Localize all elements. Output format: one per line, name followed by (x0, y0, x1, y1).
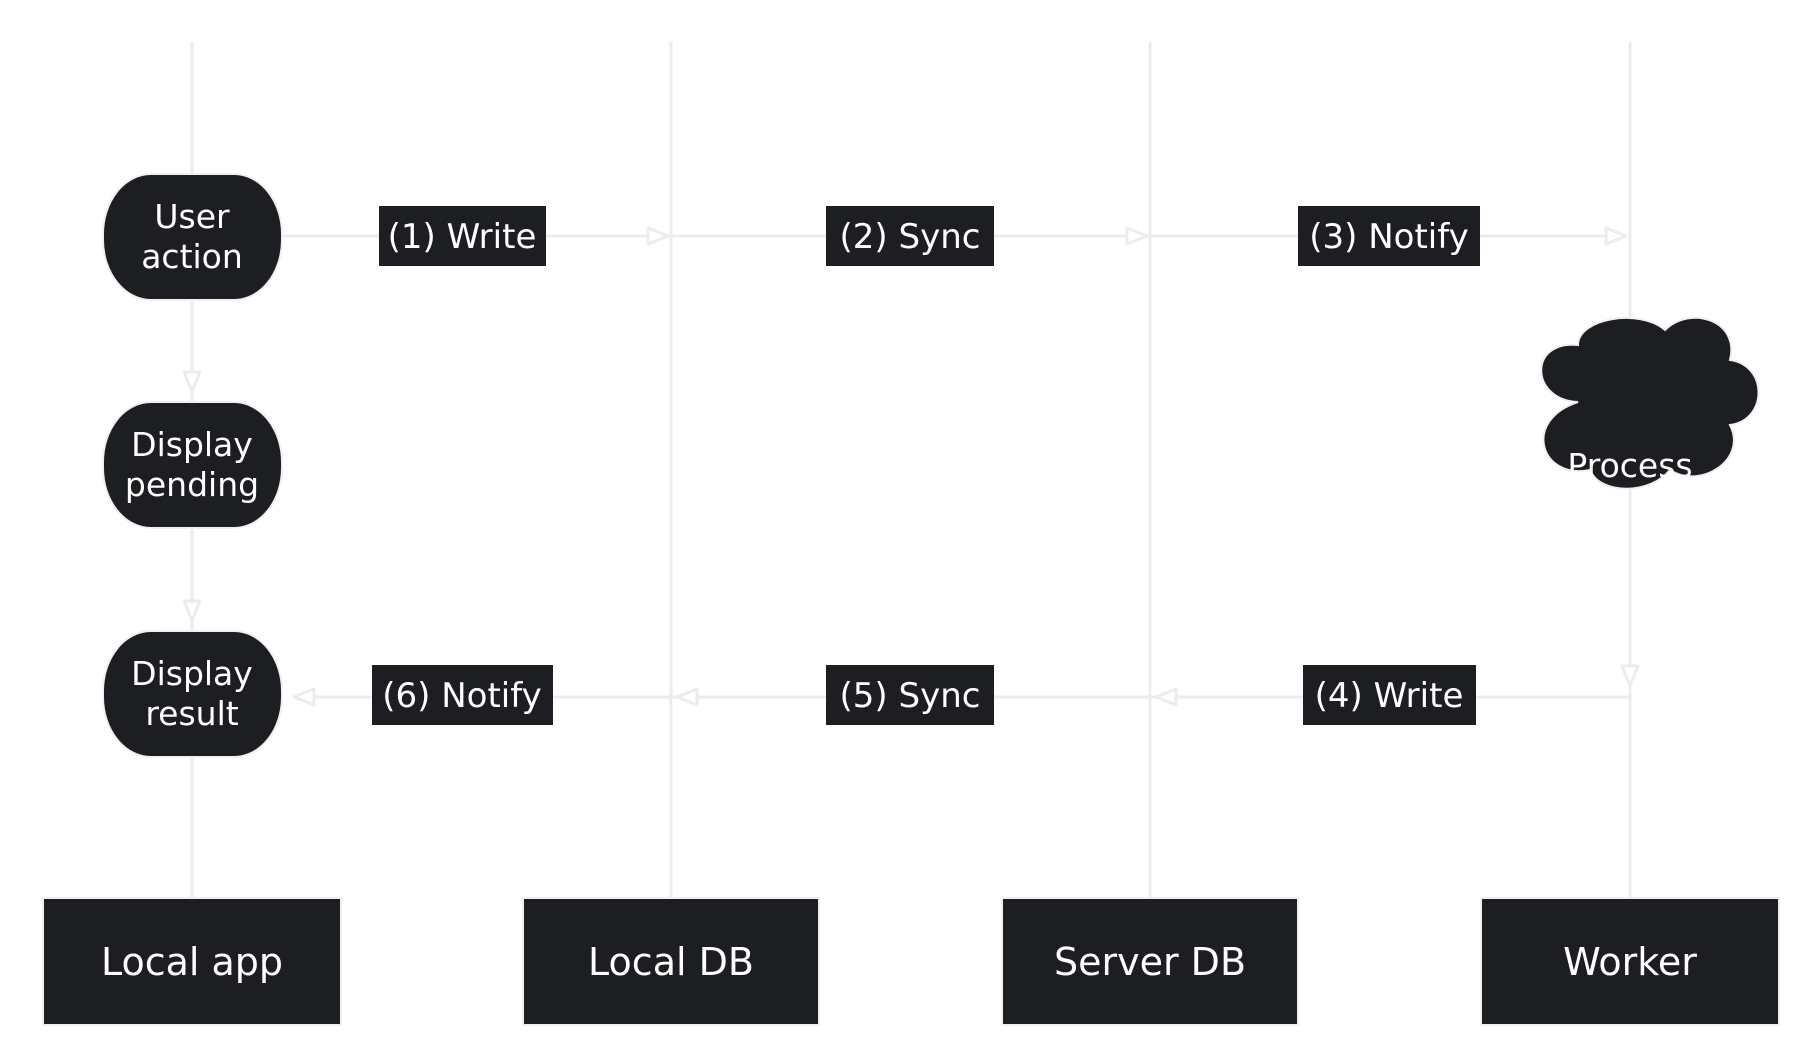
step-labels: (1) Write (2) Sync (3) Notify (4) Write … (372, 206, 1480, 725)
step-6-notify: (6) Notify (372, 665, 553, 725)
process-cloud-shape (1540, 316, 1760, 490)
lane-local-db-box (522, 897, 820, 1026)
node-process: Process (1540, 316, 1760, 490)
lane-local-app: Local app (42, 897, 342, 1026)
step-5-box (826, 665, 994, 725)
lane-local-db-label: Local DB (588, 940, 754, 984)
arrowhead-to-display-result (292, 687, 316, 707)
lane-server-db-label: Server DB (1054, 940, 1246, 984)
step-4-write: (4) Write (1303, 665, 1476, 725)
lane-server-db: Server DB (1001, 897, 1299, 1026)
step-3-label: (3) Notify (1309, 217, 1468, 257)
node-user-action: User action (102, 173, 283, 301)
step-4-label: (4) Write (1315, 676, 1464, 716)
node-process-label: Process (1567, 446, 1692, 485)
step-3-notify: (3) Notify (1298, 206, 1480, 266)
step-6-box (372, 665, 553, 725)
connectors (182, 226, 1640, 707)
node-display-result-shape (102, 630, 283, 758)
lane-local-app-box (42, 897, 342, 1026)
node-user-action-line-1: User (154, 197, 230, 236)
arrowhead-to-worker (1604, 226, 1628, 246)
node-display-pending: Display pending (102, 401, 283, 529)
step-1-write: (1) Write (379, 206, 546, 266)
arrowhead-to-local-db-return (675, 687, 699, 707)
node-display-result-line-2: result (145, 694, 238, 733)
node-display-pending-shape (102, 401, 283, 529)
node-display-pending-line-2: pending (125, 465, 259, 504)
node-user-action-line-2: action (141, 237, 243, 276)
arrowhead-from-process (1620, 664, 1640, 688)
lane-worker: Worker (1480, 897, 1780, 1026)
lane-local-app-label: Local app (101, 940, 283, 984)
lane-local-db: Local DB (522, 897, 820, 1026)
node-display-result: Display result (102, 630, 283, 758)
step-1-box (379, 206, 546, 266)
step-4-box (1303, 665, 1476, 725)
step-6-label: (6) Notify (382, 676, 541, 716)
step-5-sync: (5) Sync (826, 665, 994, 725)
node-display-pending-line-1: Display (131, 425, 253, 464)
lane-worker-box (1480, 897, 1780, 1026)
step-1-label: (1) Write (388, 217, 537, 257)
node-user-action-shape (102, 173, 283, 301)
step-5-label: (5) Sync (840, 676, 981, 716)
arrowhead-to-server-db (1125, 226, 1149, 246)
step-3-box (1298, 206, 1480, 266)
step-2-box (826, 206, 994, 266)
arrowhead-to-local-db (646, 226, 670, 246)
arrowhead-to-display-pending (182, 370, 202, 394)
step-2-sync: (2) Sync (826, 206, 994, 266)
arrowhead-to-server-db-return (1154, 687, 1178, 707)
arrowhead-to-display-result-vertical (182, 599, 202, 623)
lane-headers: Local app Local DB Server DB Worker (42, 897, 1780, 1026)
step-2-label: (2) Sync (840, 217, 981, 257)
node-display-result-line-1: Display (131, 654, 253, 693)
lane-worker-label: Worker (1563, 940, 1697, 984)
lane-server-db-box (1001, 897, 1299, 1026)
lifelines (190, 42, 1632, 900)
